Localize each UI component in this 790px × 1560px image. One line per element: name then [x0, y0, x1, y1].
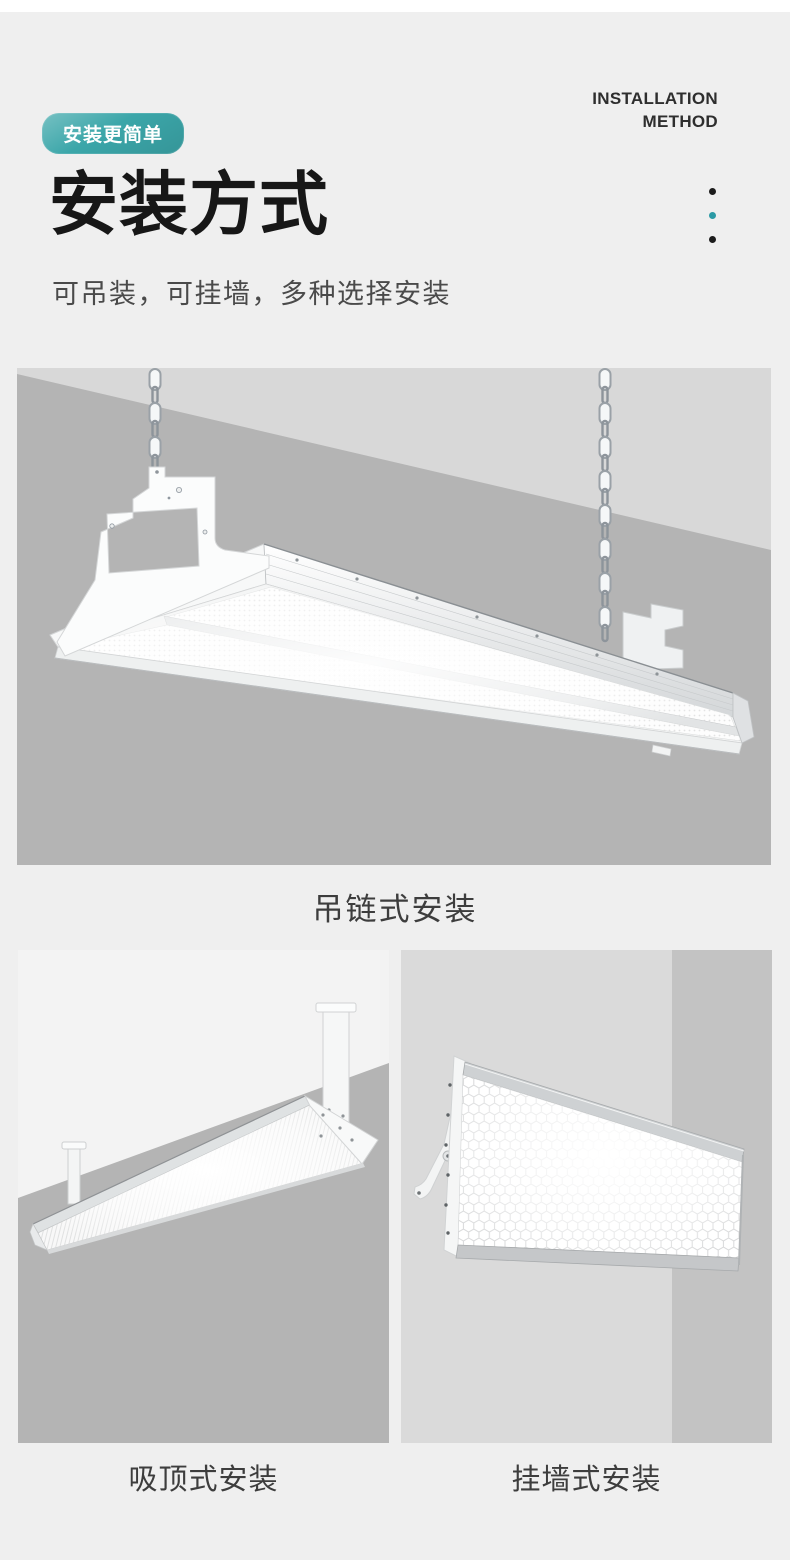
- caption-chain-mount: 吊链式安装: [312, 892, 478, 927]
- page-title: 安装方式: [49, 166, 329, 243]
- dot-icon: [709, 212, 716, 219]
- chain-hung-light-photo: [17, 367, 771, 865]
- eyebrow-line-2: METHOD: [642, 112, 718, 132]
- eyebrow-line-1: INSTALLATION: [592, 89, 718, 108]
- mounting-bracket-left: [56, 466, 270, 657]
- screw-icons: [109, 470, 208, 535]
- light-fixture: [29, 1094, 379, 1254]
- wall-mounted-light-photo: [401, 950, 772, 1443]
- feature-badge: 安装更简单: [42, 113, 185, 154]
- ceiling-mounted-light-photo: [18, 950, 389, 1443]
- caption-wall-mount: 挂墙式安装: [511, 1464, 662, 1496]
- dot-icon: [709, 188, 716, 195]
- caption-ceiling-mount: 吸顶式安装: [128, 1464, 279, 1496]
- page-subtitle: 可吊装，可挂墙，多种选择安装: [52, 279, 451, 309]
- screw-icons: [444, 1083, 452, 1235]
- top-strip: [0, 0, 790, 12]
- hanging-chain-left: [148, 367, 162, 473]
- light-fixture: [443, 1055, 745, 1272]
- decorative-dots: [709, 188, 716, 243]
- ceiling-strap-bracket: [315, 1002, 357, 1128]
- eyebrow-english-label: INSTALLATION METHOD: [592, 87, 718, 134]
- screw-icons: [319, 1113, 354, 1142]
- dot-icon: [709, 236, 716, 243]
- ceiling-post: [61, 1141, 87, 1205]
- mounting-bracket-right: [622, 603, 684, 671]
